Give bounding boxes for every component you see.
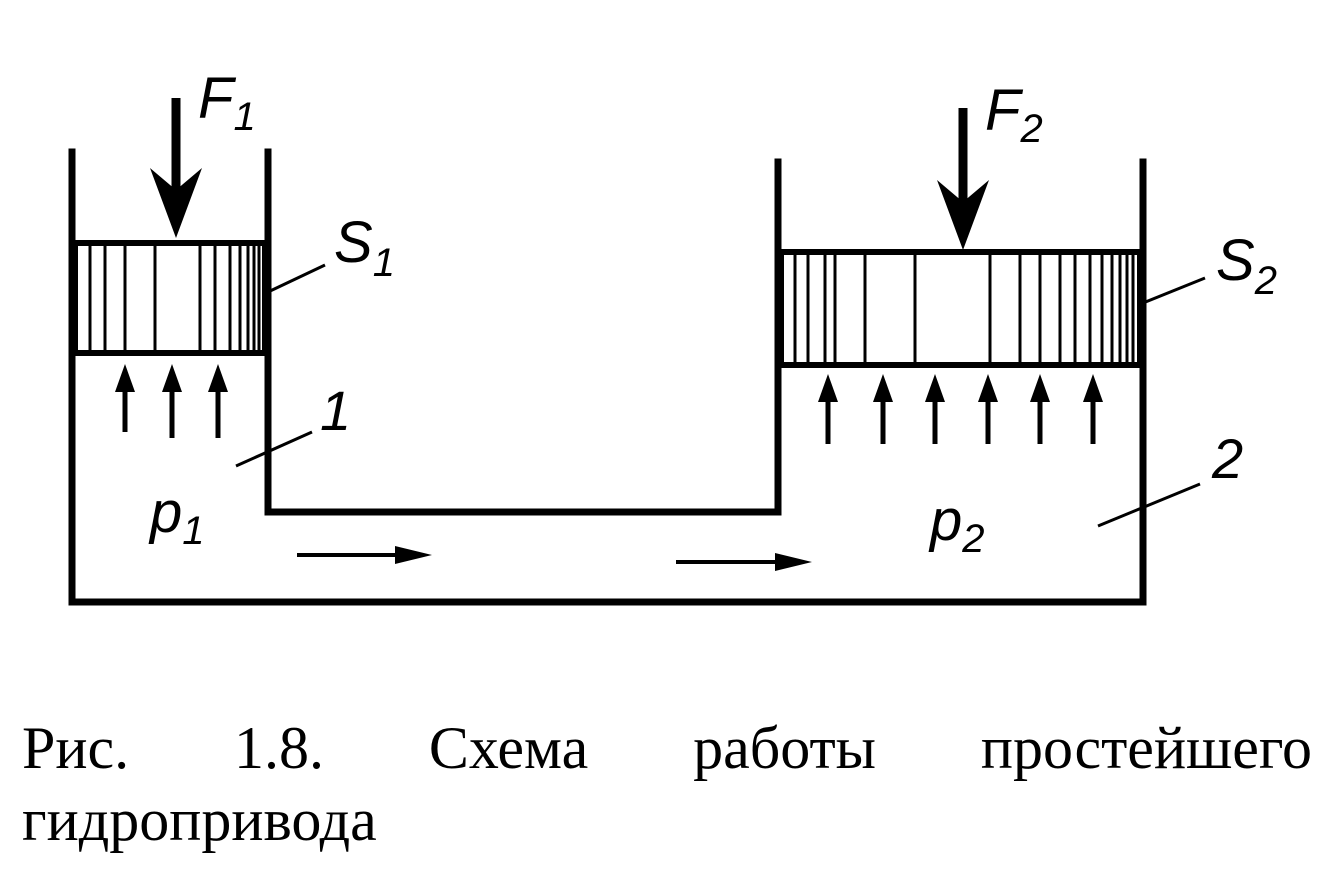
figure-caption: Рис. 1.8. Схема работы простейшего гидро… [22,712,1312,856]
pressure-1-label: p1 [148,480,205,553]
area-1-label: S1 [334,210,395,285]
piston-2 [778,249,1143,368]
flow-arrows [297,546,812,571]
cylinder-2-number: 2 [1211,427,1243,490]
force-2-label: F2 [985,78,1043,151]
vessel-outline [68,148,1147,606]
force-2-arrow [937,108,989,250]
cylinder-1-number: 1 [320,379,351,442]
caption-line-2: гидропривода [22,787,377,853]
pressure-2-label: p2 [928,488,985,561]
piston-1 [72,240,268,356]
force-1-label: F1 [198,66,256,139]
hydraulic-drive-diagram: F1 F2 S1 S2 p1 p2 1 2 [68,66,1277,606]
force-1-arrow [150,98,202,238]
pressure-arrows-1 [115,364,228,438]
pressure-arrows-2 [818,374,1103,444]
leader-lines [235,263,1206,528]
area-2-label: S2 [1216,228,1277,303]
caption-line-1: Рис. 1.8. Схема работы простейшего [22,715,1312,781]
connecting-channel-top [264,148,782,516]
